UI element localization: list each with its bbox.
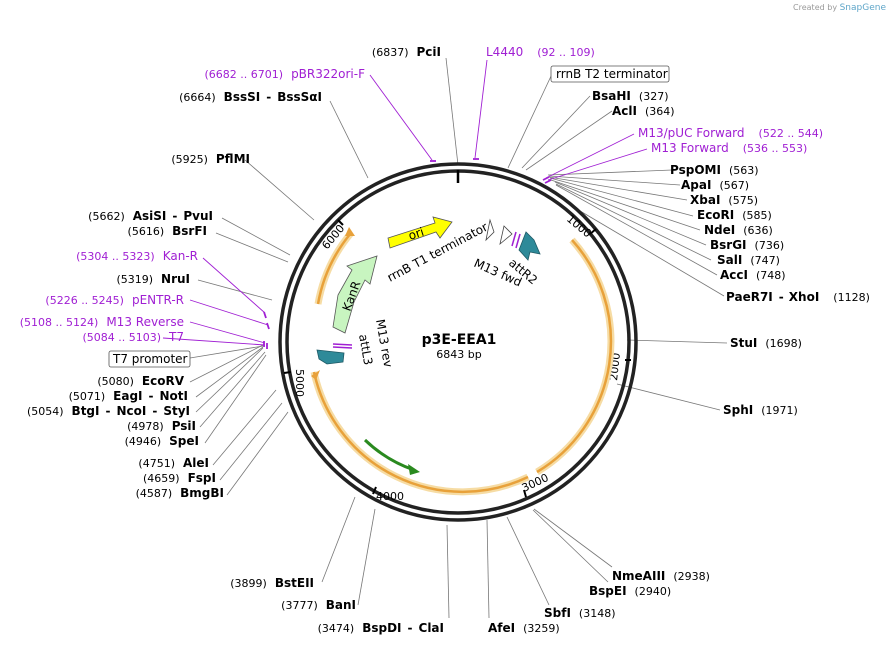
site-xbai: XbaI(575) xyxy=(690,193,758,207)
attl3-label: attL3 xyxy=(356,333,375,366)
site-asisi: (5662)AsiSI-PvuI xyxy=(88,209,213,223)
site-bmgbi: (4587)BmgBI xyxy=(136,486,224,500)
site-spei: (4946)SpeI xyxy=(125,434,199,448)
plasmid-name: p3E-EEA1 xyxy=(422,332,497,348)
primer-l4440: L4440(92 .. 109) xyxy=(486,45,595,59)
site-bsahi: BsaHI(327) xyxy=(592,89,669,103)
snapgene-credit: Created by SnapGene xyxy=(793,3,886,13)
site-afei: AfeI(3259) xyxy=(488,621,560,635)
kanr-feature xyxy=(332,255,378,334)
primer-m13-reverse: (5108 .. 5124)M13 Reverse xyxy=(20,315,184,329)
rrnb-t2-label: rrnB T2 terminator xyxy=(556,67,668,81)
site-pflmi: (5925)PflMI xyxy=(171,152,250,166)
ori-feature xyxy=(387,216,453,249)
m13-rev-label: M13 rev xyxy=(373,318,395,368)
orf-arrowhead-left xyxy=(311,370,320,380)
snapgene-logo: SnapGene xyxy=(839,3,886,13)
primer-pbr322ori-f: (6682 .. 6701)pBR322ori-F xyxy=(205,67,366,81)
site-sali: SalI(747) xyxy=(717,253,780,267)
site-sbfi: SbfI(3148) xyxy=(544,606,616,620)
orf-arrowhead-top xyxy=(345,227,355,236)
site-stui: StuI(1698) xyxy=(730,336,802,350)
attl3-feature xyxy=(316,349,345,365)
primer-kan-r: (5304 .. 5323)Kan-R xyxy=(76,249,198,263)
site-leader-lines xyxy=(189,57,728,619)
site-bsteii: (3899)BstEII xyxy=(230,576,314,590)
ori-label: ori xyxy=(407,225,426,243)
site-pspomi: PspOMI(563) xyxy=(670,163,759,177)
m13-fwd-feature xyxy=(499,225,513,246)
rrnb-t2-box xyxy=(550,65,670,83)
primer-ticks xyxy=(263,158,552,349)
site-psii: (4978)PsiI xyxy=(127,419,196,433)
site-acli: AclI(364) xyxy=(612,104,675,118)
site-bspdi: (3474)BspDI-ClaI xyxy=(318,621,444,635)
t7-promoter-box xyxy=(108,350,191,368)
primer-m13-puc-forward: M13/pUC Forward(522 .. 544) xyxy=(638,126,823,140)
site-ndei: NdeI(636) xyxy=(704,223,773,237)
site-eagi: (5071)EagI-NotI xyxy=(69,389,188,403)
tick-5000: 5000 xyxy=(293,369,306,397)
site-bspei: BspEI(2940) xyxy=(589,584,671,598)
site-nrui: (5319)NruI xyxy=(116,272,190,286)
kanr-label: KanR xyxy=(340,279,364,313)
site-fspi: (4659)FspI xyxy=(143,471,216,485)
primer-m13-forward: M13 Forward(536 .. 553) xyxy=(651,141,807,155)
site-apai: ApaI(567) xyxy=(681,178,749,192)
site-bsrfi: (5616)BsrFI xyxy=(128,224,207,238)
site-alei: (4751)AleI xyxy=(138,456,209,470)
site-acci: AccI(748) xyxy=(720,268,786,282)
primer-leader-lines xyxy=(162,59,648,346)
attr2-feature xyxy=(518,231,541,261)
site-bani: (3777)BanI xyxy=(281,598,356,612)
site-bsssi: (6664)BssSI-BssSαI xyxy=(179,90,322,104)
plasmid-length: 6843 bp xyxy=(436,348,481,361)
site-btgi: (5054)BtgI-NcoI-StyI xyxy=(27,404,190,418)
site-sphi: SphI(1971) xyxy=(723,403,798,417)
backbone-outer xyxy=(278,162,638,522)
t7-promoter-label: T7 promoter xyxy=(112,352,188,366)
site-ecori: EcoRI(585) xyxy=(697,208,772,222)
primer-pentr-r: (5226 .. 5245)pENTR-R xyxy=(45,293,184,307)
site-nmeaiii: NmeAIII(2938) xyxy=(612,569,710,583)
site-paer7i: PaeR7I-XhoI(1128) xyxy=(726,290,870,304)
site-pcii: (6837)PciI xyxy=(372,45,441,59)
tick-4000: 4000 xyxy=(376,490,404,503)
site-bsrgi: BsrGI(736) xyxy=(710,238,784,252)
orf-arcs xyxy=(310,230,615,496)
primer-t7: (5084 .. 5103)T7 xyxy=(82,330,184,344)
rrnb-t1-feature xyxy=(485,218,495,242)
site-ecorv: (5080)EcoRV xyxy=(97,374,184,388)
tick-3000: 3000 xyxy=(520,471,551,495)
scale-ticks xyxy=(283,219,631,498)
